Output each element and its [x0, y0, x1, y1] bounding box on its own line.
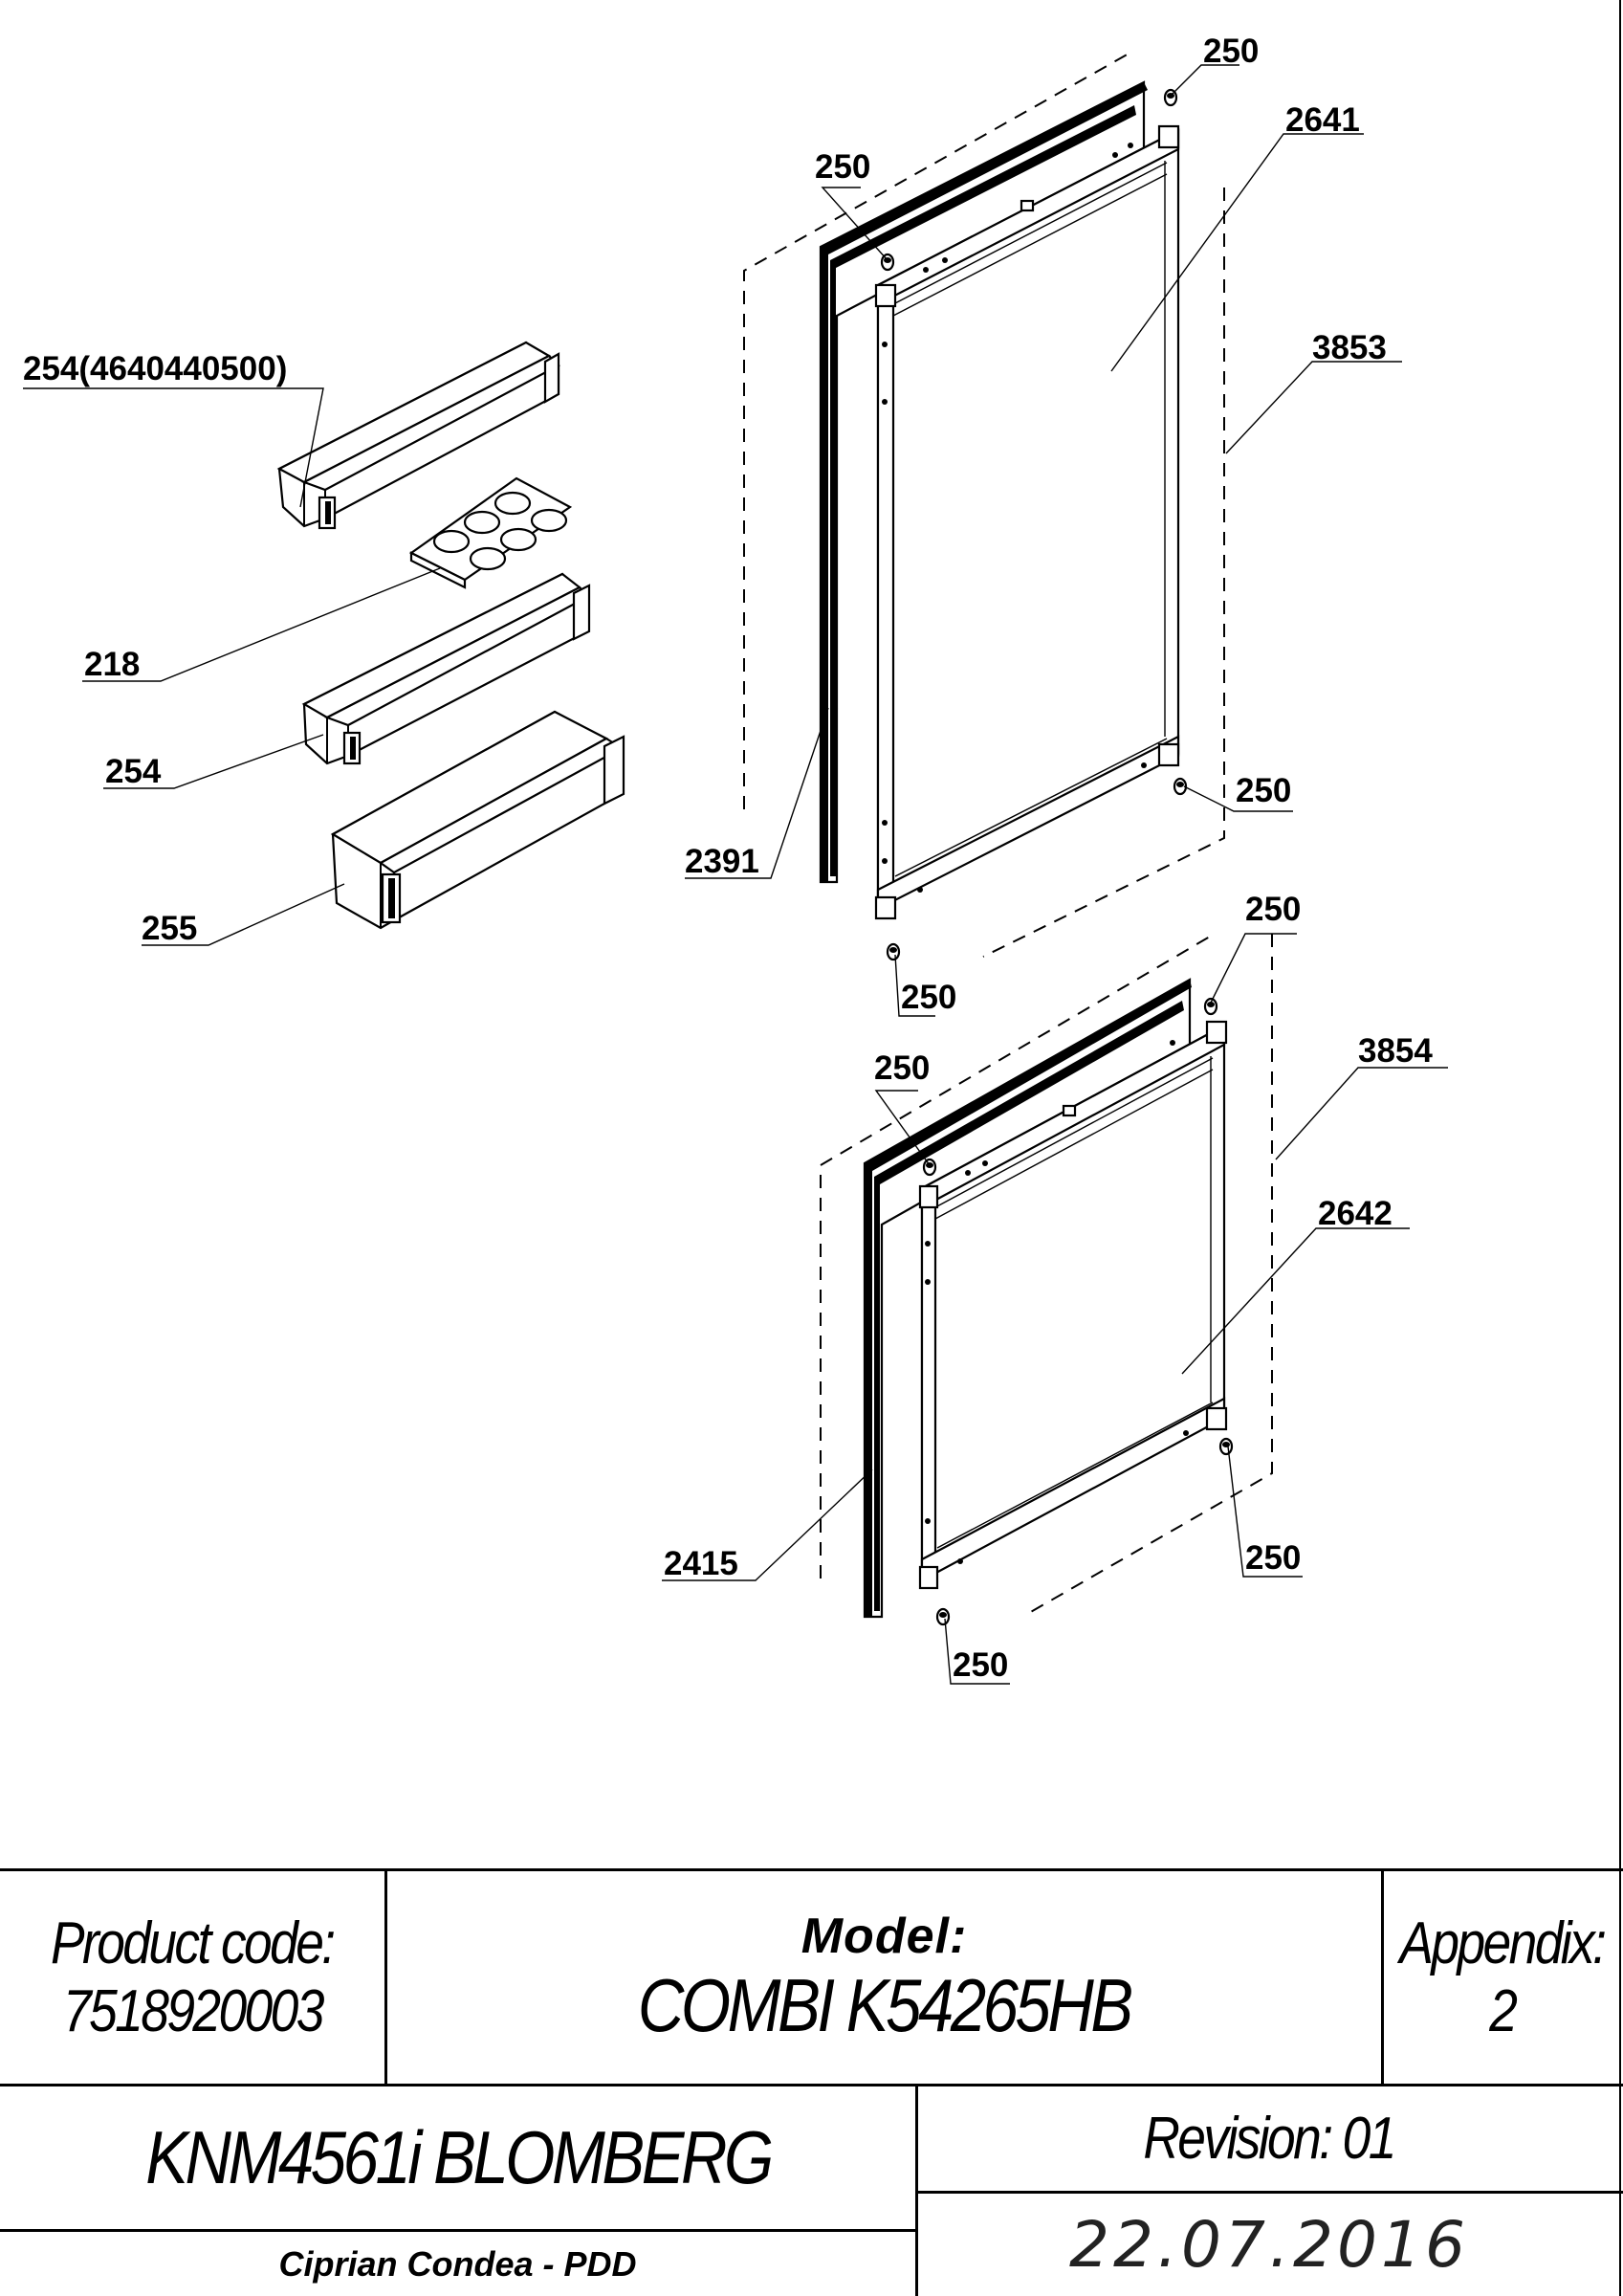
- svg-text:2642: 2642: [1318, 1195, 1393, 1232]
- date-cell: 22.07.2016: [918, 2194, 1620, 2296]
- gasket-2391: [819, 80, 1148, 884]
- date: 22.07.2016: [1069, 2208, 1469, 2282]
- screw-250-b: [880, 253, 895, 272]
- svg-text:250: 250: [1245, 891, 1301, 928]
- callout-3854: 3854: [1275, 1032, 1448, 1160]
- svg-text:2641: 2641: [1285, 101, 1360, 139]
- svg-text:3853: 3853: [1312, 329, 1387, 366]
- screw-250-h: [935, 1607, 951, 1626]
- svg-text:3854: 3854: [1358, 1032, 1433, 1070]
- callout-250-top: 250: [1170, 33, 1259, 97]
- screw-250-a: [1163, 88, 1178, 107]
- callout-250-d: 250: [1210, 891, 1301, 1004]
- callout-254-code: 254(4640440500): [23, 350, 324, 508]
- model-value: COMBI K54265HB: [638, 1963, 1133, 2048]
- lower-door-assembly: [820, 933, 1273, 1626]
- callout-250-a: 250: [815, 148, 888, 261]
- inner-door-2642: [918, 1020, 1228, 1590]
- callout-2641: 2641: [1110, 101, 1364, 372]
- callout-2642: 2642: [1181, 1195, 1410, 1375]
- svg-text:250: 250: [815, 148, 870, 186]
- revision: Revision: 01: [1143, 2105, 1397, 2172]
- dashed-outline-lower-right: [1028, 934, 1273, 1614]
- upper-door-assembly: [743, 52, 1225, 961]
- gasket-2415: [863, 978, 1192, 1619]
- shelf-254-top: [276, 341, 560, 530]
- model-cell: Model: COMBI K54265HB: [387, 1871, 1381, 2084]
- shelf-254: [301, 572, 591, 765]
- shelf-255: [330, 710, 625, 930]
- product-name: KNM4561i BLOMBERG: [144, 2114, 774, 2199]
- callout-254: 254: [103, 734, 324, 790]
- dashed-outline-upper-left: [743, 52, 1131, 809]
- egg-tray-218: [408, 476, 573, 589]
- callout-250-b: 250: [1183, 772, 1293, 812]
- svg-text:255: 255: [142, 910, 197, 947]
- callout-250-c: 250: [894, 954, 956, 1017]
- callout-250-f: 250: [1227, 1446, 1303, 1578]
- svg-text:250: 250: [874, 1049, 930, 1087]
- svg-text:2391: 2391: [685, 843, 759, 880]
- callout-2415: 2415: [662, 1468, 873, 1582]
- svg-text:250: 250: [1236, 772, 1291, 809]
- author-cell: Ciprian Condea - PDD: [0, 2232, 915, 2296]
- dashed-outline-lower-left: [820, 933, 1216, 1578]
- svg-text:250: 250: [953, 1646, 1008, 1684]
- callout-255: 255: [142, 883, 345, 947]
- screw-250-e: [1203, 997, 1218, 1016]
- svg-text:218: 218: [84, 646, 140, 683]
- svg-text:250: 250: [901, 979, 956, 1016]
- svg-text:254(4640440500): 254(4640440500): [23, 350, 287, 387]
- appendix-cell: Appendix: 2: [1384, 1871, 1620, 2084]
- callout-250-g: 250: [944, 1618, 1010, 1685]
- callout-3853: 3853: [1225, 329, 1402, 454]
- appendix-value: 2: [1488, 1978, 1518, 2044]
- product-code-label: Product code:: [51, 1910, 336, 1976]
- model-label: Model:: [801, 1909, 968, 1965]
- callout-218: 218: [82, 567, 441, 683]
- product-name-cell: KNM4561i BLOMBERG: [0, 2086, 915, 2229]
- svg-text:250: 250: [1245, 1539, 1301, 1577]
- product-code-cell: Product code: 7518920003: [0, 1871, 384, 2084]
- appendix-label: Appendix:: [1399, 1910, 1608, 1976]
- screw-250-g: [1218, 1437, 1234, 1456]
- svg-text:250: 250: [1203, 33, 1259, 70]
- screw-250-f: [922, 1158, 937, 1177]
- author: Ciprian Condea - PDD: [278, 2243, 637, 2284]
- inner-door-2641: [874, 124, 1180, 920]
- revision-cell: Revision: 01: [918, 2086, 1620, 2191]
- callout-2391: 2391: [685, 707, 829, 880]
- screw-250-c: [1173, 777, 1188, 796]
- callout-250-e: 250: [874, 1049, 931, 1166]
- screw-250-d: [886, 942, 901, 961]
- svg-text:2415: 2415: [664, 1545, 738, 1582]
- svg-text:254: 254: [105, 753, 162, 790]
- dashed-outline-upper-right: [982, 188, 1225, 958]
- product-code-value: 7518920003: [62, 1978, 324, 2044]
